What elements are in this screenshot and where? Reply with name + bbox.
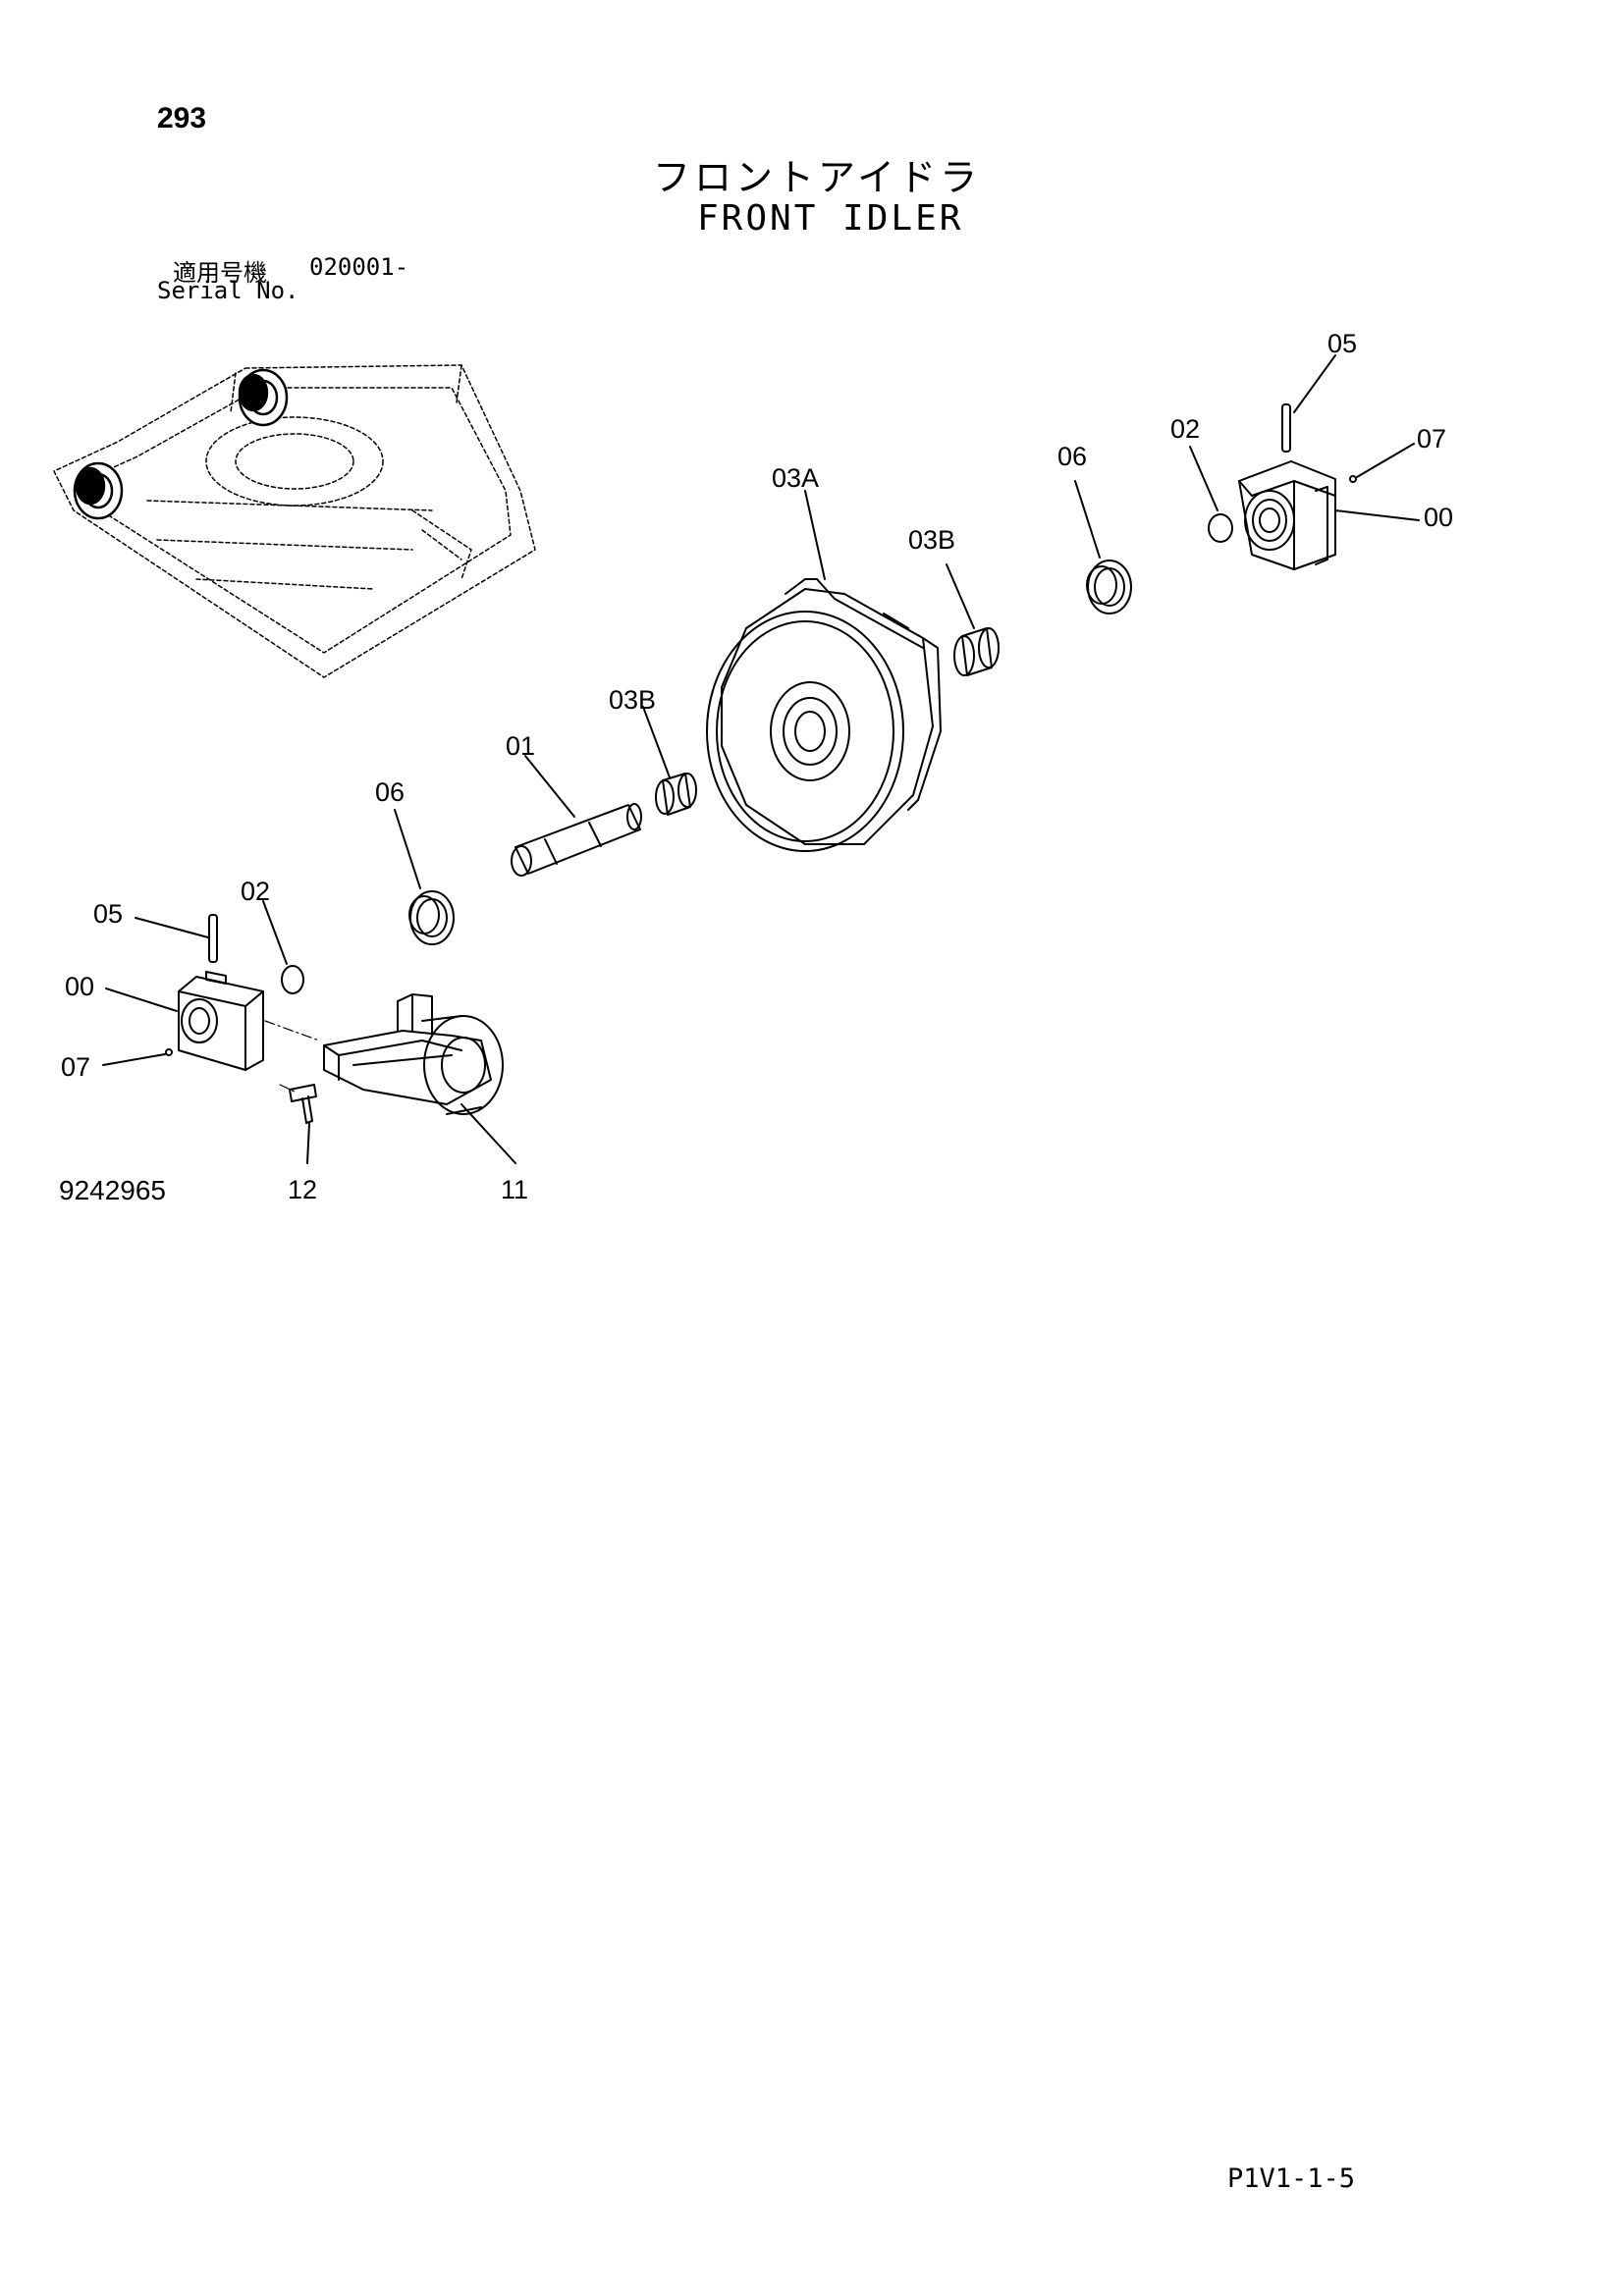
part-05-top-pin [1281,354,1336,453]
title-english: FRONT IDLER [697,198,964,239]
callout-00-bottom: 00 [65,972,95,1001]
part-00-bottom-bracket [105,971,264,1071]
drawing-number: 9242965 [59,1175,167,1205]
page-code: P1V1-1-5 [1227,2163,1356,2194]
part-01-shaft [511,755,642,877]
part-07-bottom-screw [102,1048,173,1066]
callout-02-top: 02 [1170,414,1201,444]
serial-label-english: Serial No. [157,277,299,304]
part-02-bottom-o-ring [262,900,304,994]
callout-07-bottom: 07 [61,1052,91,1082]
part-03b-bottom-bushing [642,706,697,816]
serial-label-japanese: 適用号機 [173,259,267,287]
callout-05-bottom: 05 [93,899,124,929]
callout-03a: 03A [772,463,820,493]
callout-03b-top: 03B [908,525,956,555]
serial-range: 020001- [309,253,409,281]
undercarriage-overview [53,364,536,678]
callout-07-top: 07 [1417,424,1447,454]
part-05-bottom-pin [135,914,218,963]
part-06-bottom-seal [394,809,455,945]
part-12-bolt [289,1084,317,1164]
part-06-top-seal [1074,480,1132,614]
part-03b-top-bushing [946,563,1000,676]
callout-03b-bottom: 03B [609,685,657,715]
callout-06-top: 06 [1057,442,1088,471]
overview-idler-top [238,368,289,427]
part-00-top-bracket [1238,460,1420,570]
callout-05-top: 05 [1327,329,1358,358]
page-number: 293 [157,102,207,134]
part-07-top-screw [1349,443,1415,483]
callout-00-top: 00 [1424,503,1454,532]
title-japanese: フロントアイドラ [653,156,982,199]
part-11-yoke [323,993,516,1164]
part-02-top-o-ring [1189,446,1233,543]
overview-idler-bottom [73,461,124,520]
callout-02-bottom: 02 [241,877,271,906]
assembly-alignment-lines [264,1020,320,1093]
part-03a-idler-wheel [706,490,942,852]
callout-01: 01 [506,731,536,761]
callout-06-bottom: 06 [375,777,406,807]
callout-11: 11 [501,1175,529,1204]
callout-12: 12 [288,1175,318,1204]
